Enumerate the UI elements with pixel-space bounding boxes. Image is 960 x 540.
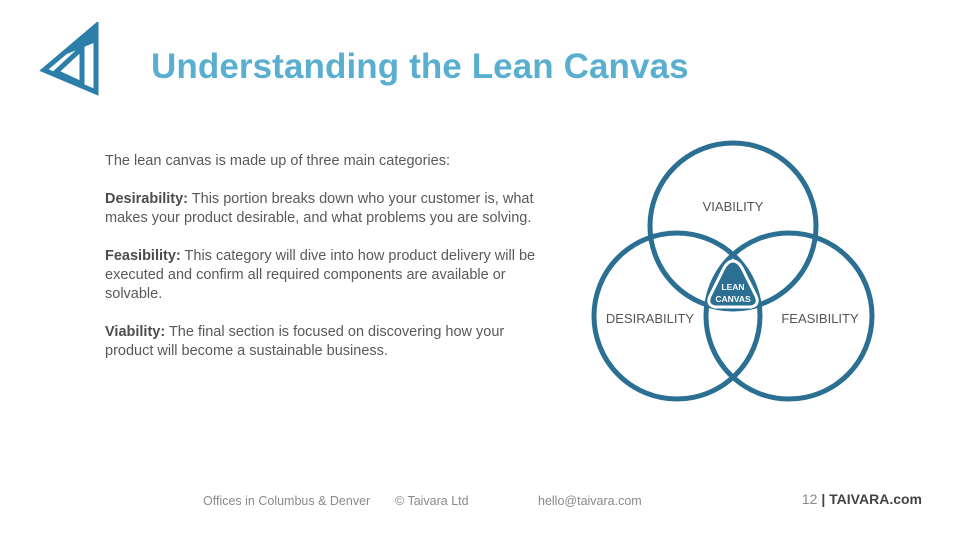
viability-paragraph: Viability: The final section is focused … <box>105 323 545 361</box>
page-number: 12 <box>801 491 818 507</box>
footer-offices: Offices in Columbus & Denver <box>203 494 371 508</box>
desirability-label: DESIRABILITY <box>606 311 694 326</box>
intro-paragraph: The lean canvas is made up of three main… <box>105 153 450 169</box>
page-marker: 12 | TAIVARA.com <box>802 491 922 507</box>
viability-label: VIABILITY <box>703 199 764 214</box>
lean-label: LEAN <box>721 282 744 292</box>
viability-circle <box>647 140 819 312</box>
footer-copyright: © Taivara Ltd <box>395 494 469 508</box>
feasibility-text: This category will dive into how product… <box>105 248 536 302</box>
desirability-circle <box>591 230 763 402</box>
desirability-paragraph: Desirability: This portion breaks down w… <box>105 190 545 228</box>
feasibility-label: FEASIBILITY <box>781 311 859 326</box>
desirability-text: This portion breaks down who your custom… <box>105 191 534 226</box>
page-separator: | <box>821 491 826 507</box>
body-text: The lean canvas is made up of three main… <box>105 152 545 380</box>
lean-canvas-venn-diagram: VIABILITY DESIRABILITY FEASIBILITY LEAN … <box>591 140 875 402</box>
taivara-logo-icon <box>39 22 99 96</box>
feasibility-heading: Feasibility: <box>105 248 181 264</box>
lean-canvas-center-shape <box>707 259 759 309</box>
brand-link[interactable]: TAIVARA.com <box>829 491 922 507</box>
viability-heading: Viability: <box>105 324 166 340</box>
desirability-heading: Desirability: <box>105 191 188 207</box>
slide-title: Understanding the Lean Canvas <box>151 47 689 86</box>
viability-text: The final section is focused on discover… <box>105 324 505 359</box>
canvas-label: CANVAS <box>715 294 751 304</box>
footer-email-link[interactable]: hello@taivara.com <box>538 494 642 508</box>
feasibility-circle <box>703 230 875 402</box>
feasibility-paragraph: Feasibility: This category will dive int… <box>105 247 545 304</box>
